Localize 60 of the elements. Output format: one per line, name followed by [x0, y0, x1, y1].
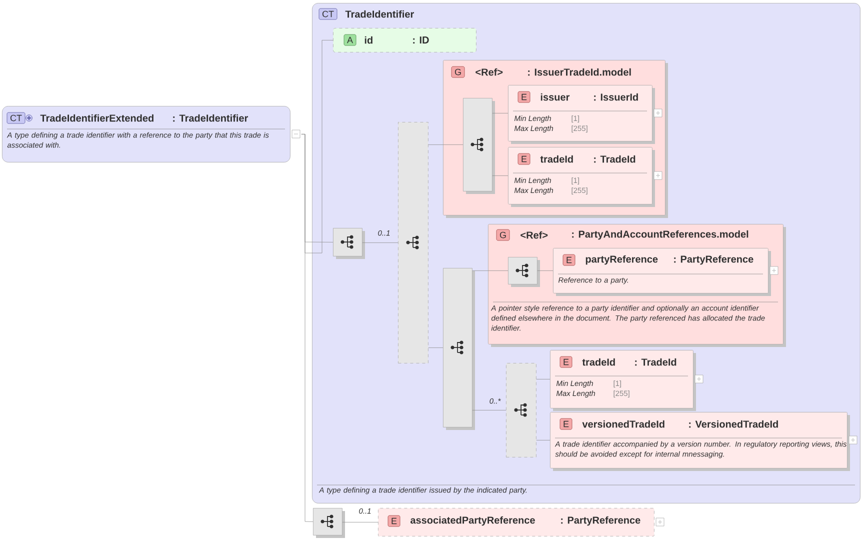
- sequence-icon: [340, 235, 354, 249]
- badge: G: [496, 229, 510, 241]
- element-name: : TradeId: [635, 358, 676, 366]
- badge: A: [344, 34, 356, 46]
- connector-line: [362, 242, 398, 243]
- sequence-icon: [470, 138, 484, 152]
- compositor-box: [333, 228, 365, 259]
- connector-line: [301, 134, 314, 522]
- connector-line: [536, 379, 550, 380]
- compositor-box: [443, 268, 475, 430]
- element-name: : VersionedTradeId: [689, 420, 778, 428]
- badge: E: [562, 254, 576, 266]
- element-name: : PartyReference: [561, 516, 640, 526]
- badge: E: [388, 515, 400, 527]
- element-name: : TradeIdentifier: [173, 114, 248, 122]
- badge: E: [560, 418, 572, 430]
- element-name: issuer: [540, 93, 570, 101]
- element-name: id: [364, 36, 372, 44]
- attribute-box: [333, 28, 476, 52]
- element-name: TradeIdentifierExtended: [40, 114, 154, 122]
- element-box: [378, 508, 654, 536]
- compositor-box: [398, 122, 428, 364]
- element-name: : PartyAndAccountReferences.model: [572, 230, 748, 240]
- compositor-box: [313, 508, 345, 538]
- element-name: TradeIdentifier: [345, 10, 414, 18]
- element-box: [508, 147, 655, 207]
- connector-line: [537, 270, 554, 271]
- element-name: : ID: [413, 36, 429, 44]
- element-name: associatedPartyReference: [410, 516, 535, 526]
- sequence-icon: [450, 340, 464, 354]
- element-box: [553, 248, 771, 296]
- connector-line: [472, 270, 508, 271]
- connector-line: [492, 113, 508, 114]
- element-name: <Ref>: [476, 68, 503, 76]
- sequence-icon: [514, 403, 527, 417]
- connector-line: [428, 144, 464, 145]
- compositor-box: [506, 363, 536, 458]
- badge: G: [451, 66, 465, 78]
- badge: CT: [318, 8, 338, 20]
- element-name: partyReference: [586, 255, 658, 265]
- badge: CT: [6, 112, 32, 124]
- badge: E: [518, 91, 530, 103]
- sequence-icon: [320, 514, 334, 528]
- compositor-box: [508, 257, 540, 287]
- type-box: [2, 106, 290, 162]
- element-name: tradeId: [540, 155, 573, 163]
- sequence-icon: [516, 264, 528, 278]
- element-name: : PartyReference: [674, 255, 754, 265]
- element-box: [550, 350, 696, 411]
- element-name: : IssuerTradeId.model: [528, 68, 631, 76]
- element-name: <Ref>: [520, 231, 548, 239]
- compositor-box: [463, 98, 495, 194]
- badge: E: [518, 153, 530, 165]
- element-name: versionedTradeId: [582, 420, 664, 428]
- element-name: : IssuerId: [594, 93, 638, 101]
- element-box: [508, 85, 655, 144]
- element-name: tradeId: [582, 358, 615, 366]
- badge: E: [560, 356, 572, 368]
- sequence-icon: [406, 236, 419, 250]
- element-name: : TradeId: [594, 155, 636, 163]
